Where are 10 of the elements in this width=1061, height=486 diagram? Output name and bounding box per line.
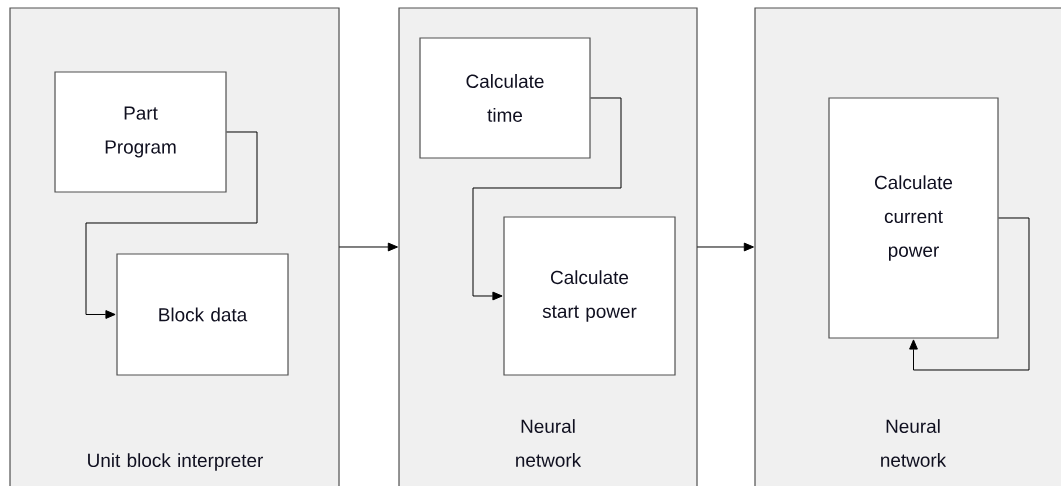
arrow: [696, 242, 754, 252]
process-box: Calculate start power: [503, 216, 676, 376]
process-box: Calculate current power: [828, 97, 999, 339]
process-box: Part Program: [54, 71, 227, 193]
process-box: Calculate time: [419, 37, 591, 159]
arrow: [85, 131, 258, 319]
arrow: [909, 217, 1030, 371]
process-box: Block data: [116, 253, 289, 376]
arrow: [472, 97, 622, 301]
arrow: [338, 242, 398, 252]
